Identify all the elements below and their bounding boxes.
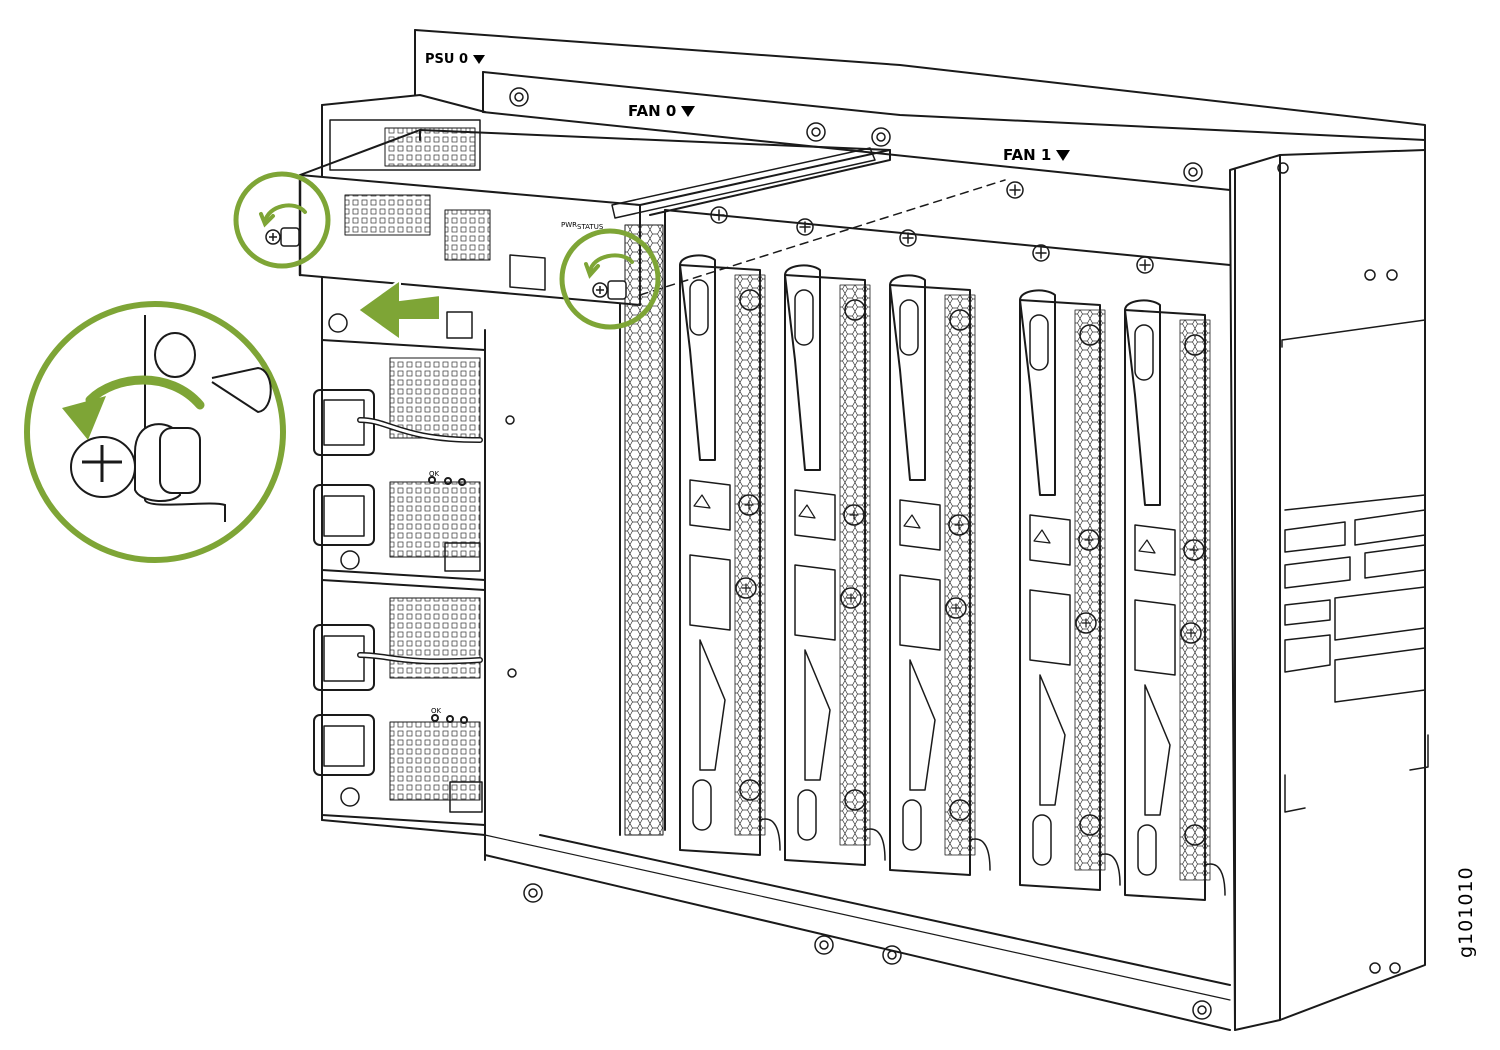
fan1-slot-label: FAN 1 (1003, 146, 1071, 164)
psu-0-bay (329, 119, 481, 171)
screw-highlight-circles (233, 171, 661, 330)
fan-module-2 (784, 264, 886, 866)
psu0-label-text: PSU 0 (425, 52, 469, 67)
psu-2-module (313, 579, 486, 826)
pwr-led-label: PWR (561, 221, 578, 229)
psu-0-module-extracted (298, 129, 891, 306)
down-triangle-icon (1056, 150, 1071, 161)
down-triangle-icon (473, 55, 486, 64)
psu-1-module (313, 339, 486, 581)
fan-captive-screws (710, 181, 1154, 274)
fan-tray-area (624, 209, 1231, 836)
fan0-label-text: FAN 0 (628, 102, 677, 120)
fan-module-3 (889, 274, 991, 876)
magnified-screw-detail (24, 301, 286, 563)
psu0-slot-label: PSU 0 (425, 52, 486, 67)
bottom-rail (523, 883, 1212, 1020)
psu2-ok-label: OK (431, 707, 442, 715)
status-led-label: STATUS (577, 223, 604, 231)
fan-module-4 (1019, 289, 1121, 891)
psu1-ok-label: OK (429, 470, 440, 478)
top-rail-screws (505, 87, 1401, 974)
down-triangle-icon (681, 106, 696, 117)
figure-id: g101010 (1455, 866, 1477, 958)
fan-module-5 (1124, 299, 1226, 901)
psu-stack (313, 94, 486, 836)
alignment-dashed-line (639, 179, 1006, 296)
captive-screw-icon (265, 227, 627, 300)
fan0-slot-label: FAN 0 (628, 102, 696, 120)
side-panel-labels (1281, 319, 1429, 813)
fan-module-1 (679, 254, 781, 856)
counterclockwise-arrow-icon (259, 203, 634, 279)
remove-direction-arrow-icon (356, 278, 441, 342)
fan1-label-text: FAN 1 (1003, 146, 1052, 164)
